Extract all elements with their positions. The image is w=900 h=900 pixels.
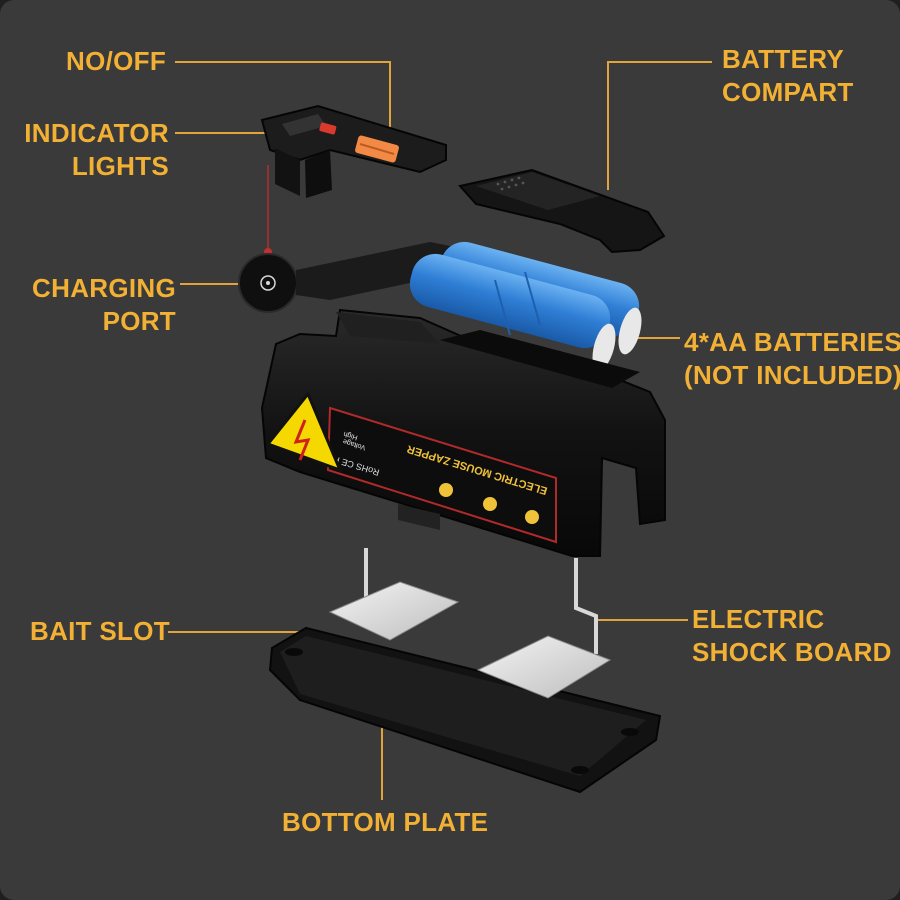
main-housing: ELECTRIC MOUSE ZAPPER RoHS CE FC High Vo… [260, 308, 666, 557]
label-indicator-lights: INDICATOR LIGHTS [24, 118, 169, 181]
label-button-icons [439, 483, 539, 524]
bottom-plate [268, 626, 662, 794]
label-batteries: 4*AA BATTERIES (NOT INCLUDED) [684, 327, 900, 390]
leader-lines [168, 61, 712, 800]
shock-plate-right [476, 635, 612, 699]
leader-on-off [175, 61, 391, 145]
leader-battery-compartment [607, 61, 712, 190]
shock-plate-left [328, 581, 460, 641]
label-on-off: NO/OFF [66, 46, 167, 76]
label-bait-slot: BAIT SLOT [30, 616, 170, 646]
aa-batteries [409, 241, 642, 371]
warning-triangle [265, 391, 343, 473]
label-bottom-plate: BOTTOM PLATE [282, 807, 489, 837]
battery-compartment-lid [458, 168, 666, 254]
label-charging-port: CHARGING PORT [32, 273, 176, 336]
label-battery-compartment: BATTERY COMPART [722, 44, 854, 107]
label-shock-board: ELECTRIC SHOCK BOARD [692, 604, 892, 667]
warning-text-line1: High [343, 430, 359, 441]
switch-cap [260, 104, 447, 198]
